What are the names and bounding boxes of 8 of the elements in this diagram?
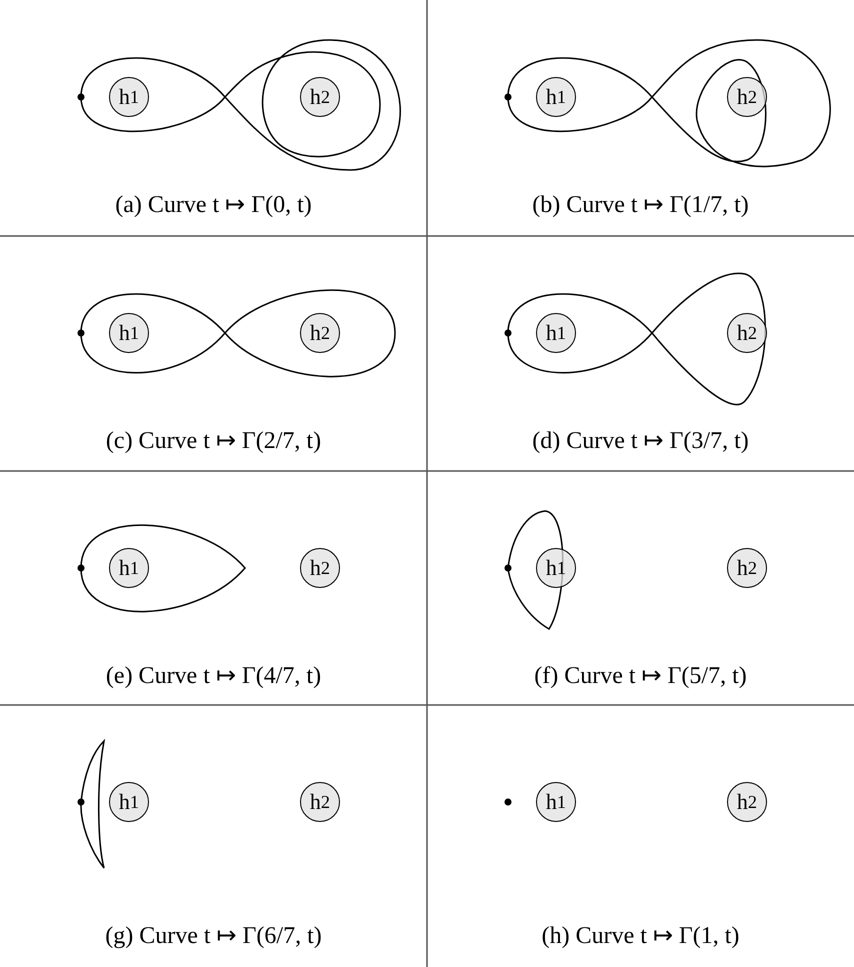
figure-caption: (f) Curve t ↦ Γ(5/7, t) xyxy=(533,662,748,690)
figure-caption: (h) Curve t ↦ Γ(1, t) xyxy=(540,922,740,950)
figure-caption: (e) Curve t ↦ Γ(4/7, t) xyxy=(104,662,322,690)
figure-caption: (g) Curve t ↦ Γ(6/7, t) xyxy=(104,922,323,950)
figure-caption: (a) Curve t ↦ Γ(0, t) xyxy=(114,191,313,219)
figure-caption: (b) Curve t ↦ Γ(1/7, t) xyxy=(531,191,750,219)
figure-caption: (d) Curve t ↦ Γ(3/7, t) xyxy=(531,427,750,455)
figure-caption: (c) Curve t ↦ Γ(2/7, t) xyxy=(104,427,322,455)
